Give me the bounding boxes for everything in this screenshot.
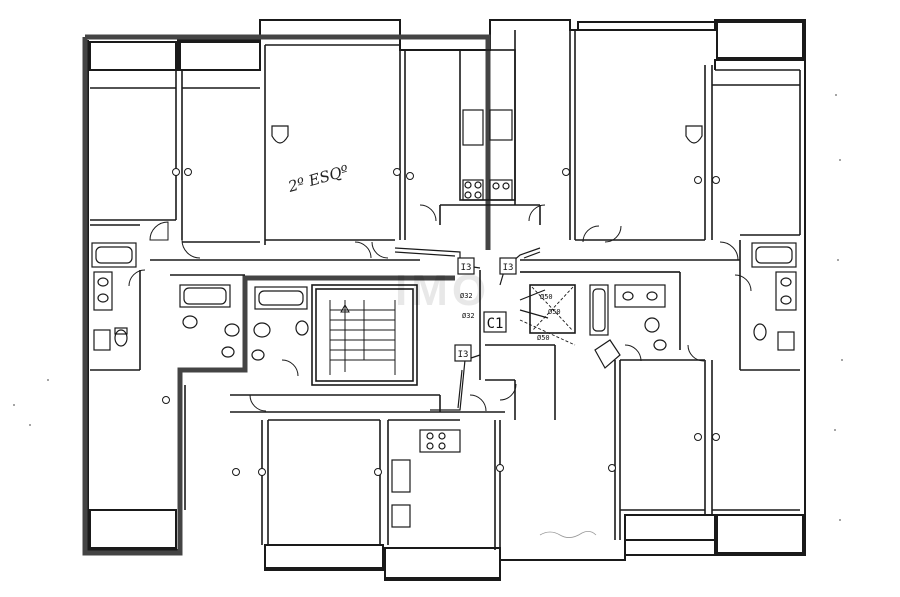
lift-shaft (519, 286, 576, 346)
stair-flights (329, 300, 396, 375)
bathroom-fixtures (91, 125, 797, 369)
pipe-label-2: Ø32 (462, 312, 475, 320)
svg-text:I3: I3 (461, 263, 472, 273)
shaft-c1: C1 (483, 311, 507, 333)
scribble-mark (539, 531, 597, 538)
riser-box-1: I3 (457, 257, 475, 275)
interior-walls (90, 30, 801, 550)
pipe-label-4: Ø50 (548, 308, 561, 316)
handwritten-note: 2º ESQº (285, 161, 350, 196)
svg-text:I3: I3 (503, 263, 514, 273)
radiator-markers (162, 168, 720, 476)
pipe-label-3: Ø50 (540, 293, 553, 301)
riser-box-3: I3 (454, 344, 472, 362)
scan-noise (13, 94, 843, 521)
apartment-boundary (82, 34, 491, 556)
riser-box-2: I3 (499, 257, 517, 275)
pipe-label-1: Ø32 (460, 292, 473, 300)
svg-text:I3: I3 (458, 350, 469, 360)
svg-text:C1: C1 (487, 316, 504, 332)
door-swings (128, 204, 752, 412)
watermark-text: IMO (395, 266, 490, 315)
pipe-label-5: Ø50 (537, 334, 550, 342)
kitchen-fixtures (391, 109, 513, 528)
